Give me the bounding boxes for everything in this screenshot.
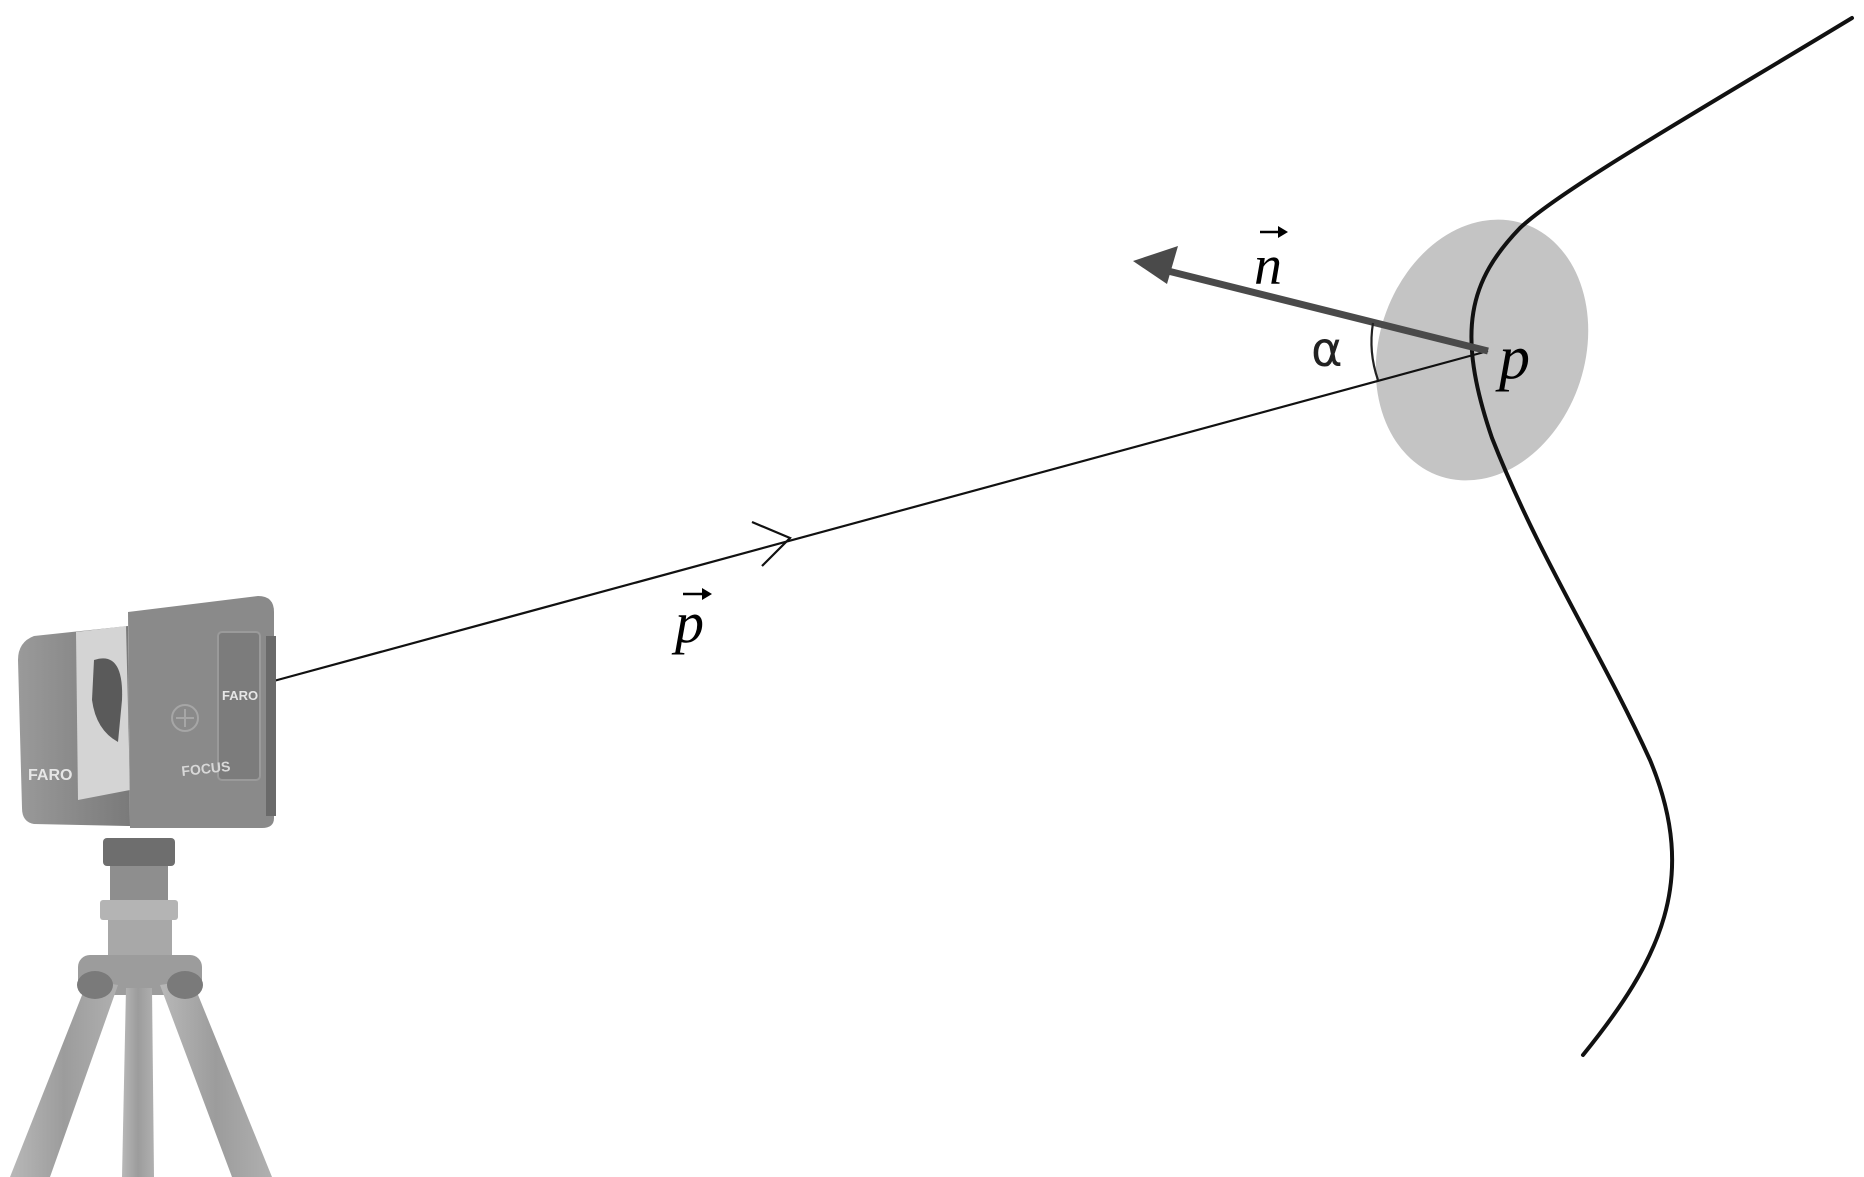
tripod [10, 838, 272, 1177]
tripod-leg-left [10, 980, 118, 1177]
position-vector-symbol: p [671, 590, 704, 655]
scanner-display [217, 631, 261, 781]
position-vector-ray [269, 349, 1489, 684]
ray-direction-arrowhead [751, 520, 792, 567]
normal-vector-label: n [1254, 226, 1288, 297]
scanner-power-button [171, 704, 199, 732]
angle-label: α [1311, 322, 1343, 378]
normal-vector-line [1159, 265, 1489, 355]
angle-arc [1370, 322, 1380, 381]
scanner-model-label: FOCUS [181, 758, 231, 779]
vector-arrow-icon [1260, 226, 1288, 238]
scanner-mirror [92, 658, 123, 742]
scanner-brand-left: FARO [28, 767, 72, 784]
normal-vector-symbol: n [1254, 235, 1282, 297]
surface-curve [1469, 16, 1854, 1057]
tripod-leg-center [122, 988, 154, 1177]
tripod-leg-right [160, 980, 272, 1177]
laser-scanner: FARO FARO FOCUS [18, 596, 276, 828]
point-label: p [1495, 324, 1530, 392]
scanner-brand-display: FARO [222, 688, 258, 703]
position-vector-label: p [671, 588, 712, 655]
vector-arrow-icon [683, 588, 712, 600]
normal-vector-arrowhead [1133, 246, 1178, 284]
